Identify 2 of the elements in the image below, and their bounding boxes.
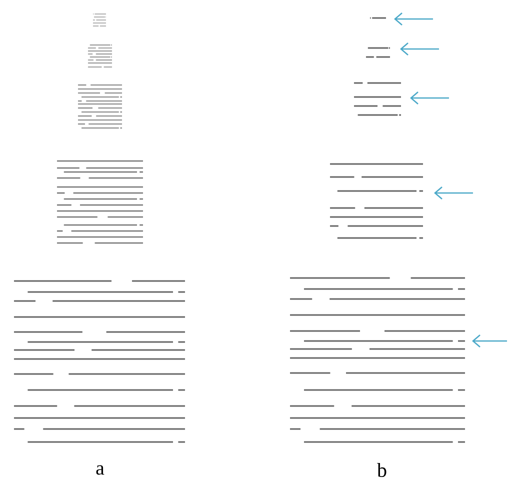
- panel-label: a: [96, 465, 104, 475]
- panel-label: b: [377, 462, 386, 478]
